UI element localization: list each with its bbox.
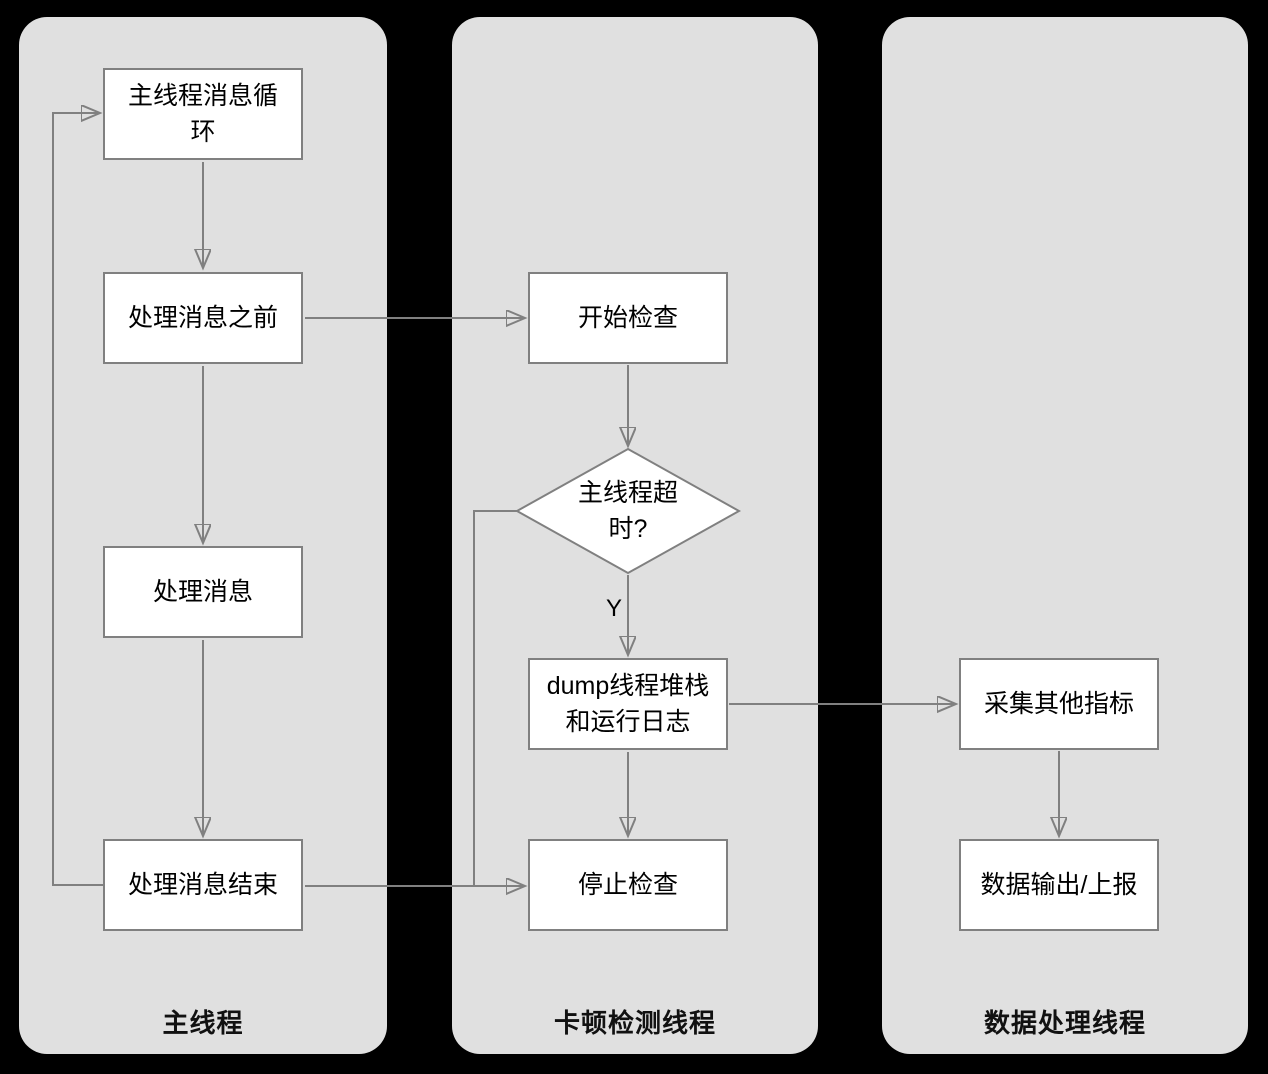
node-after-message: 处理消息结束 [103, 839, 303, 931]
arrow-after-back-to-loop [52, 113, 103, 886]
node-timeout-decision-label: 主线程超 时? [577, 479, 678, 543]
edge-label-yes: Y [605, 595, 622, 622]
decision-diamond-shape [514, 447, 742, 575]
lane-title-lag-detect-thread: 卡顿检测线程 [553, 1008, 716, 1038]
node-handle-message: 处理消息 [103, 546, 303, 638]
lane-title-data-process-thread: 数据处理线程 [983, 1008, 1146, 1038]
node-dump-stack: dump线程堆栈 和运行日志 [528, 658, 728, 750]
node-before-message: 处理消息之前 [103, 272, 303, 364]
node-stop-check: 停止检查 [528, 839, 728, 931]
node-message-loop: 主线程消息循 环 [103, 68, 303, 160]
line-decision-to-stopcheck [473, 510, 517, 886]
node-start-check: 开始检查 [528, 272, 728, 364]
node-data-output: 数据输出/上报 [959, 839, 1159, 931]
node-collect-metrics: 采集其他指标 [959, 658, 1159, 750]
lane-title-main-thread: 主线程 [162, 1008, 244, 1038]
